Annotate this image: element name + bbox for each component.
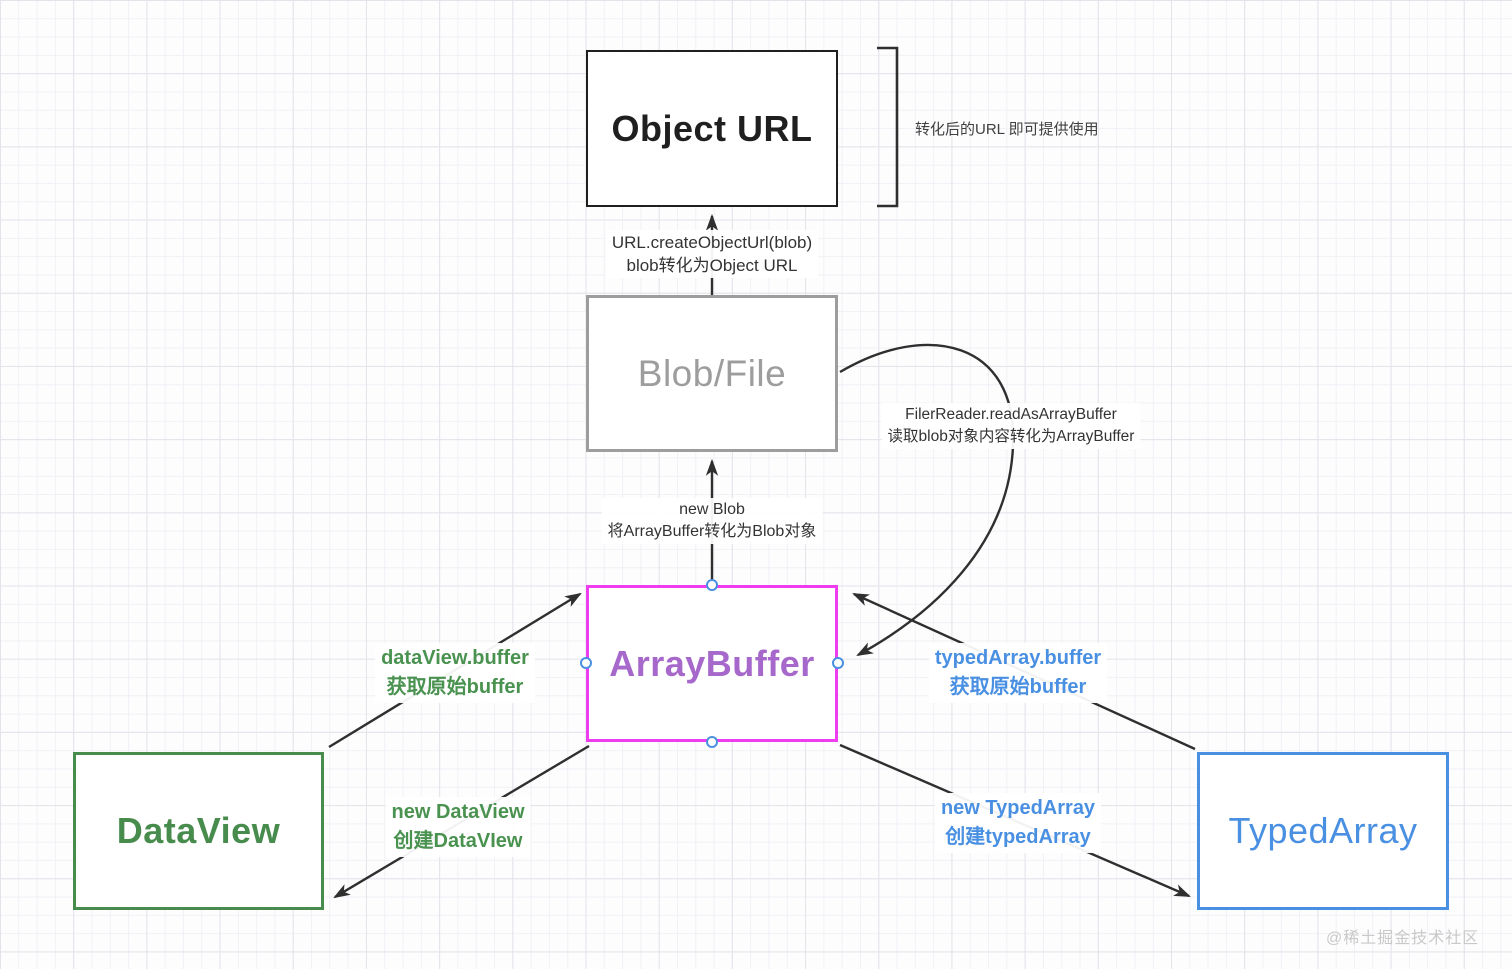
label-new-dataview[interactable]: new DataView 创建DataVIew xyxy=(385,797,531,857)
handle-arraybuffer-right[interactable] xyxy=(832,657,844,669)
node-typed-array[interactable]: TypedArray xyxy=(1197,752,1449,910)
bracket-shape[interactable] xyxy=(877,46,899,208)
curve-filereader-blob-to-arraybuffer[interactable] xyxy=(839,343,1015,657)
handle-arraybuffer-top[interactable] xyxy=(706,579,718,591)
label-create-object-url[interactable]: URL.createObjectUrl(blob) blob转化为Object … xyxy=(605,230,819,278)
label-dataview-buffer[interactable]: dataView.buffer 获取原始buffer xyxy=(375,643,535,703)
node-blob-file-label: Blob/File xyxy=(637,352,787,394)
node-array-buffer-label: ArrayBuffer xyxy=(609,642,815,684)
label-typedarray-buffer[interactable]: typedArray.buffer 获取原始buffer xyxy=(928,643,1108,703)
label-new-typedarray[interactable]: new TypedArray 创建typedArray xyxy=(934,793,1102,853)
watermark: @稀土掘金技术社区 xyxy=(1326,930,1480,947)
node-object-url-label: Object URL xyxy=(611,107,813,149)
node-data-view[interactable]: DataView xyxy=(73,752,324,910)
node-blob-file[interactable]: Blob/File xyxy=(586,295,838,452)
bracket-note: 转化后的URL 即可提供使用 xyxy=(915,121,1099,138)
node-typed-array-label: TypedArray xyxy=(1228,810,1418,851)
label-filereader-readasarraybuffer[interactable]: FilerReader.readAsArrayBuffer 读取blob对象内容… xyxy=(881,403,1141,449)
node-data-view-label: DataView xyxy=(116,810,281,851)
node-object-url[interactable]: Object URL xyxy=(586,50,838,207)
label-new-blob[interactable]: new Blob 将ArrayBuffer转化为Blob对象 xyxy=(601,498,823,544)
handle-arraybuffer-bottom[interactable] xyxy=(706,736,718,748)
handle-arraybuffer-left[interactable] xyxy=(580,657,592,669)
